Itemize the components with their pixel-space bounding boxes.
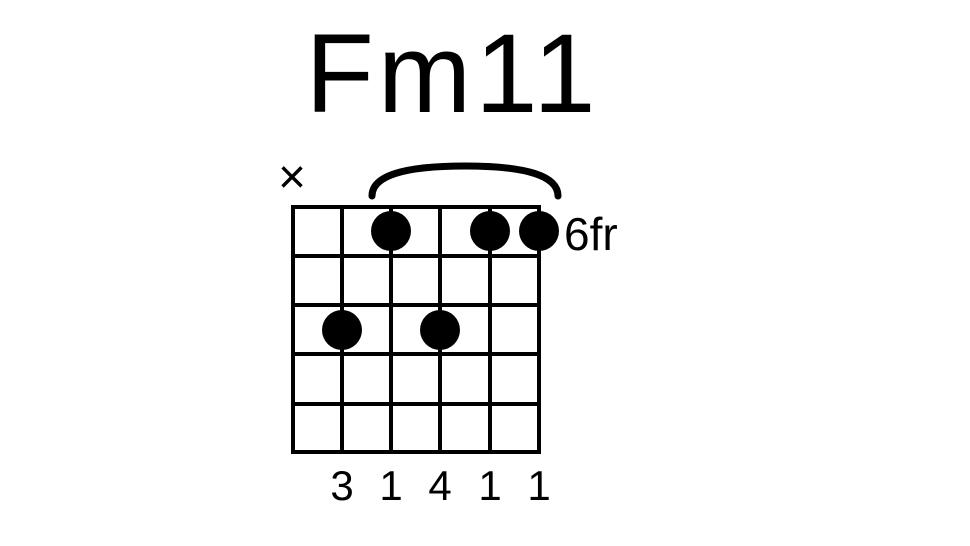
- finger-number: 1: [527, 462, 550, 509]
- finger-dots: [322, 211, 559, 350]
- finger-numbers: 3 1 4 1 1: [330, 462, 550, 509]
- finger-number: 3: [330, 462, 353, 509]
- finger-number: 1: [478, 462, 501, 509]
- chord-name-title: Fm11: [305, 11, 600, 136]
- muted-string-marker: ×: [278, 151, 306, 204]
- finger-dot: [470, 211, 510, 251]
- finger-dot: [420, 310, 460, 350]
- finger-number: 1: [379, 462, 402, 509]
- fret-position-label: 6fr: [564, 208, 618, 260]
- barre-arc: [368, 162, 562, 200]
- finger-dot: [371, 211, 411, 251]
- finger-number: 4: [428, 462, 451, 509]
- finger-dot: [322, 310, 362, 350]
- finger-dot: [519, 211, 559, 251]
